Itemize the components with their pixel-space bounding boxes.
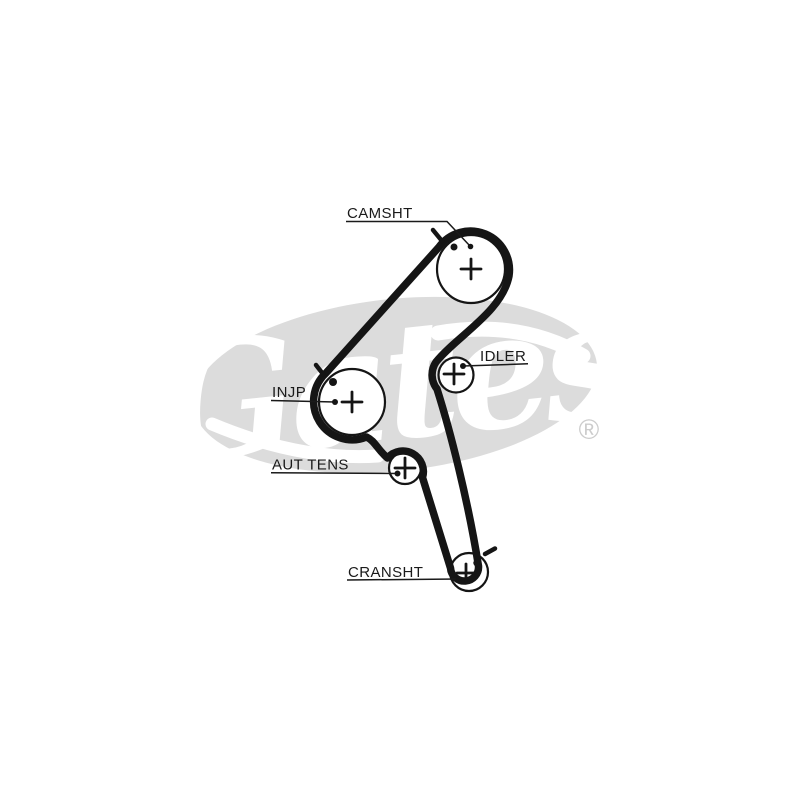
injection-pump-label-group: INJP: [270, 384, 338, 405]
idler-label-group: IDLER: [460, 348, 529, 369]
injection-pump-timing-dot: [329, 378, 337, 386]
injection-pump-leader-line: [270, 399, 336, 403]
crankshaft-leader-line: [346, 578, 459, 581]
camshaft-timing-tick: [430, 227, 445, 244]
watermark-inner-swoosh-bottom: [205, 417, 385, 464]
camshaft-center-cross-icon: [459, 257, 483, 281]
tensioner-leader-line: [270, 472, 398, 475]
camshaft-leader-line: [346, 220, 471, 247]
watermark-inner-swoosh-top: [430, 321, 591, 364]
crankshaft-center-cross-icon: [455, 562, 477, 584]
crankshaft-label-group: CRANSHT: [346, 564, 462, 582]
tensioner-label: AUT TENS: [272, 457, 349, 474]
crankshaft-label: CRANSHT: [348, 564, 423, 581]
idler-leader-dot: [460, 363, 466, 369]
timing-belt: [309, 227, 514, 585]
tensioner-label-group: AUT TENS: [270, 457, 401, 477]
tensioner-leader-dot: [394, 470, 401, 477]
registered-trademark-icon: ®: [579, 414, 600, 445]
injection-pump-timing-tick: [313, 362, 326, 377]
crankshaft-leader-dot: [455, 576, 462, 582]
injection-pump-label: INJP: [272, 384, 306, 401]
camshaft-label: CAMSHT: [347, 205, 413, 222]
camshaft-timing-dot: [450, 243, 458, 251]
watermark-oval: [192, 296, 598, 474]
crankshaft-timing-tick: [482, 546, 498, 557]
idler-center-cross-icon: [442, 362, 466, 386]
camshaft-leader-dot: [467, 243, 474, 250]
injection-pump-leader-dot: [332, 399, 338, 405]
tensioner-center-cross-icon: [393, 456, 417, 480]
idler-leader-line: [462, 363, 529, 367]
crankshaft-timing-dot: [473, 559, 480, 567]
idler-label: IDLER: [480, 348, 526, 365]
camshaft-label-group: CAMSHT: [346, 205, 474, 250]
injection-pump-center-cross-icon: [340, 390, 364, 414]
